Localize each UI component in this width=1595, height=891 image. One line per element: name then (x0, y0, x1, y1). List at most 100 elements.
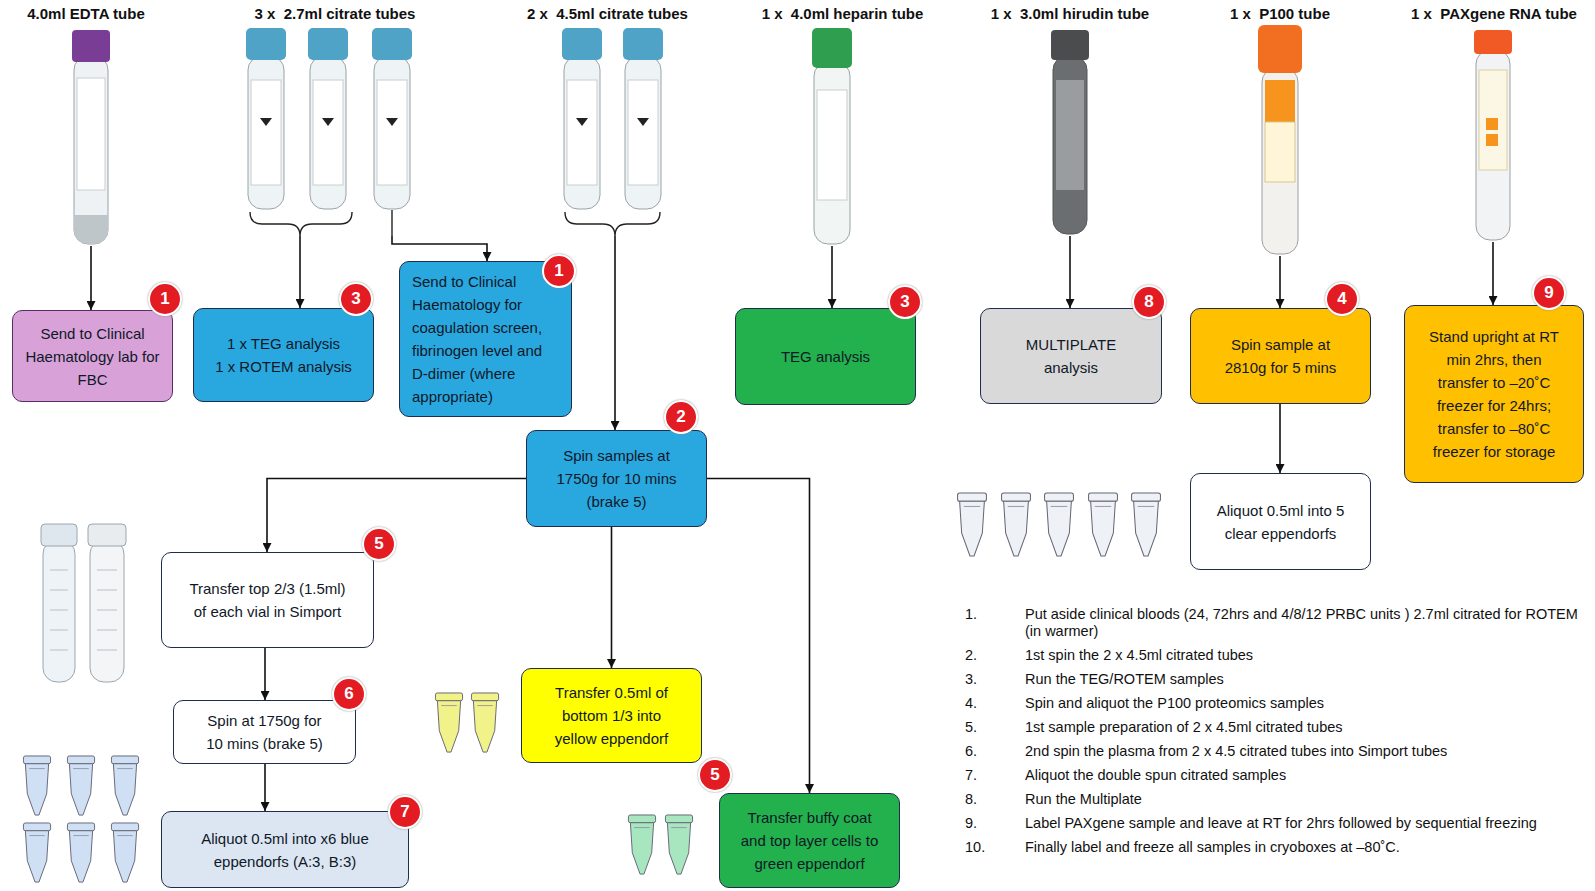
process-box: Aliquot 0.5ml into 5 clear eppendorfs (1190, 473, 1371, 570)
note-text: 1st spin the 2 x 4.5ml citrated tubes (1025, 647, 1590, 664)
note-number: 6. (965, 743, 1025, 760)
note-row: 7.Aliquot the double spun citrated sampl… (965, 767, 1590, 784)
note-row: 1.Put aside clinical bloods (24, 72hrs a… (965, 606, 1590, 640)
tube-label: 1 x 4.0ml heparin tube (745, 4, 940, 24)
connector-arrow (1279, 404, 1281, 473)
tube-group: 1 x P100 tube (1210, 4, 1350, 256)
process-box: Transfer 0.5ml of bottom 1/3 into yellow… (521, 668, 702, 763)
note-row: 3.Run the TEG/ROTEM samples (965, 671, 1590, 688)
connector-arrow (707, 479, 810, 794)
box-text: Send to Clinical Haematology lab for FBC (23, 322, 162, 391)
connector-arrow (264, 764, 266, 811)
box-text: Spin sample at 2810g for 5 mins (1213, 333, 1348, 379)
process-box: Send to Clinical Haematology lab for FBC (12, 310, 173, 402)
process-box: Stand upright at RT min 2hrs, then trans… (1404, 305, 1584, 483)
note-text: Run the Multiplate (1025, 791, 1590, 808)
callout-number: 2 (664, 400, 698, 434)
callout-number: 5 (362, 527, 396, 561)
note-number: 4. (965, 695, 1025, 712)
note-text: Spin and aliquot the P100 proteomics sam… (1025, 695, 1590, 712)
box-text: Aliquot 0.5ml into 5 clear eppendorfs (1209, 499, 1352, 545)
box-text: TEG analysis (746, 345, 905, 368)
connector-arrow (614, 236, 616, 430)
connector-arrow (1069, 236, 1071, 308)
note-number: 5. (965, 719, 1025, 736)
tube-label: 1 x 3.0ml hirudin tube (980, 4, 1160, 24)
note-row: 6.2nd spin the plasma from 2 x 4.5 citra… (965, 743, 1590, 760)
tube-label: 1 x P100 tube (1210, 4, 1350, 24)
connector-arrow (392, 236, 487, 261)
note-text: 1st sample preparation of 2 x 4.5ml citr… (1025, 719, 1590, 736)
callout-number: 6 (332, 677, 366, 711)
process-box: Spin at 1750g for 10 mins (brake 5) (173, 700, 356, 764)
note-text: Label PAXgene sample and leave at RT for… (1025, 815, 1590, 832)
note-row: 4.Spin and aliquot the P100 proteomics s… (965, 695, 1590, 712)
callout-number: 1 (148, 282, 182, 316)
process-box: Transfer top 2/3 (1.5ml) of each vial in… (161, 552, 374, 648)
connector-arrow (90, 246, 92, 310)
box-text: MULTIPLATE analysis (1011, 333, 1131, 379)
box-text: Send to Clinical Haematology for coagula… (412, 270, 559, 408)
tube-label: 1 x PAXgene RNA tube (1398, 4, 1590, 24)
callout-number: 3 (339, 282, 373, 316)
notes-list: 1.Put aside clinical bloods (24, 72hrs a… (965, 606, 1590, 856)
connector-arrow (267, 479, 526, 553)
callout-number: 5 (698, 758, 732, 792)
note-number: 8. (965, 791, 1025, 808)
note-text: Run the TEG/ROTEM samples (1025, 671, 1590, 688)
connector-arrow (1492, 242, 1494, 305)
note-text: 2nd spin the plasma from 2 x 4.5 citrate… (1025, 743, 1590, 760)
note-text: Put aside clinical bloods (24, 72hrs and… (1025, 606, 1590, 640)
callout-number: 8 (1132, 285, 1166, 319)
box-text: 1 x ROTEM analysis (204, 355, 363, 378)
note-row: 2.1st spin the 2 x 4.5ml citrated tubes (965, 647, 1590, 664)
tube-label: 3 x 2.7ml citrate tubes (232, 4, 438, 24)
callout-number: 4 (1325, 282, 1359, 316)
tube-group: 3 x 2.7ml citrate tubes (232, 4, 438, 236)
process-box: Spin samples at 1750g for 10 mins (brake… (526, 430, 707, 527)
note-number: 10. (965, 839, 1025, 856)
box-text: Aliquot 0.5ml into x6 blue eppendorfs (A… (176, 827, 394, 873)
box-text: Stand upright at RT min 2hrs, then trans… (1423, 325, 1565, 463)
process-box: Transfer buffy coat and top layer cells … (719, 793, 900, 888)
note-number: 1. (965, 606, 1025, 640)
callout-number: 3 (888, 285, 922, 319)
box-text: Transfer buffy coat and top layer cells … (734, 806, 885, 875)
note-row: 9.Label PAXgene sample and leave at RT f… (965, 815, 1590, 832)
tube-label: 4.0ml EDTA tube (6, 4, 166, 24)
callout-number: 7 (388, 795, 422, 829)
process-box: MULTIPLATE analysis (980, 308, 1162, 404)
tube-label: 2 x 4.5ml citrate tubes (505, 4, 710, 24)
process-box: Aliquot 0.5ml into x6 blue eppendorfs (A… (161, 811, 409, 888)
callout-number: 9 (1532, 276, 1566, 310)
box-text: Transfer top 2/3 (1.5ml) of each vial in… (182, 577, 353, 623)
tube-group: 4.0ml EDTA tube (6, 4, 166, 246)
connector-arrow (831, 246, 833, 308)
box-text: 1 x TEG analysis (204, 332, 363, 355)
note-number: 3. (965, 671, 1025, 688)
box-text: Transfer 0.5ml of bottom 1/3 into yellow… (544, 681, 679, 750)
box-text: Spin samples at 1750g for 10 mins (brake… (549, 444, 684, 513)
process-box: Send to Clinical Haematology for coagula… (399, 261, 572, 417)
tube-group: 1 x 4.0ml heparin tube (745, 4, 940, 246)
note-row: 10.Finally label and freeze all samples … (965, 839, 1590, 856)
tube-group: 1 x PAXgene RNA tube (1398, 4, 1590, 242)
process-box: TEG analysis (735, 308, 916, 405)
note-row: 5.1st sample preparation of 2 x 4.5ml ci… (965, 719, 1590, 736)
note-text: Aliquot the double spun citrated samples (1025, 767, 1590, 784)
process-box: 1 x TEG analysis1 x ROTEM analysis (193, 308, 374, 402)
connector-arrow (264, 648, 266, 700)
box-text: Spin at 1750g for 10 mins (brake 5) (198, 709, 331, 755)
connector-arrow (299, 236, 301, 308)
note-text: Finally label and freeze all samples in … (1025, 839, 1590, 856)
callout-number: 1 (542, 254, 576, 288)
note-number: 7. (965, 767, 1025, 784)
tube-group: 1 x 3.0ml hirudin tube (980, 4, 1160, 236)
connector-arrow (611, 527, 613, 668)
process-box: Spin sample at 2810g for 5 mins (1190, 308, 1371, 404)
note-row: 8.Run the Multiplate (965, 791, 1590, 808)
note-number: 2. (965, 647, 1025, 664)
tube-group: 2 x 4.5ml citrate tubes (505, 4, 710, 236)
note-number: 9. (965, 815, 1025, 832)
